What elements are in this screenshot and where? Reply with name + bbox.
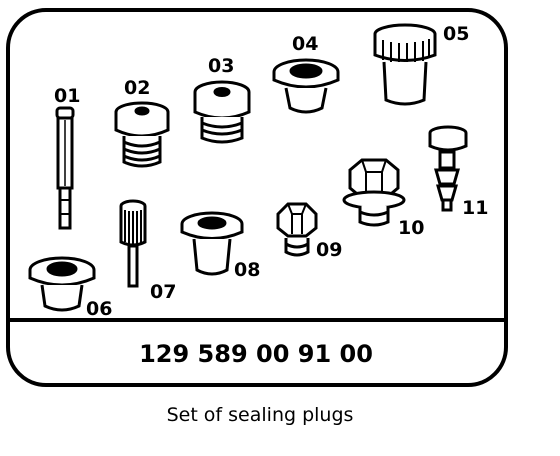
plug-10-label: 10 [398, 217, 424, 239]
plug-02-icon [114, 101, 170, 168]
plug-08-label: 08 [234, 259, 260, 281]
plug-08-icon [180, 211, 244, 276]
plug-01-label: 01 [54, 85, 80, 107]
plug-11-icon [428, 125, 468, 212]
plug-04-icon [272, 58, 340, 114]
sealing-plug-set-figure: 01 02 03 04 05 06 [6, 8, 508, 387]
figure-caption: Set of sealing plugs [166, 404, 354, 426]
plug-05-icon [373, 23, 437, 106]
plug-06-label: 06 [86, 298, 112, 320]
plug-07-icon [119, 199, 147, 288]
plug-11-label: 11 [462, 197, 488, 219]
plug-01-icon [55, 106, 75, 230]
plug-10-icon [342, 158, 406, 227]
panel-frame [6, 8, 508, 387]
part-number: 129 589 00 91 00 [139, 340, 373, 368]
plug-09-icon [276, 202, 318, 257]
plug-06-icon [28, 256, 96, 312]
plug-07-label: 07 [150, 281, 176, 303]
plug-09-label: 09 [316, 239, 342, 261]
plug-03-label: 03 [208, 55, 234, 77]
plug-03-icon [193, 80, 251, 144]
plug-05-label: 05 [443, 23, 469, 45]
plug-02-label: 02 [124, 77, 150, 99]
plug-04-label: 04 [292, 33, 318, 55]
